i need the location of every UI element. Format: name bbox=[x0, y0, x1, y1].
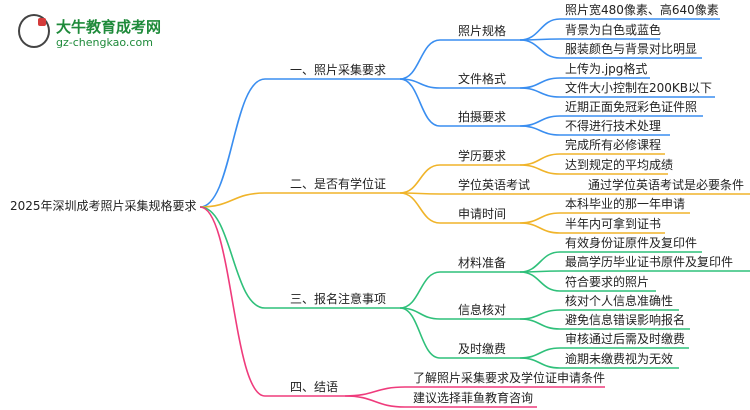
leaf-node: 上传为.jpg格式 bbox=[565, 62, 648, 76]
sub-branch-line bbox=[399, 78, 520, 127]
leaf-node: 照片宽480像素、高640像素 bbox=[565, 3, 719, 17]
logo-title: 大牛教育成考网 bbox=[56, 18, 162, 36]
sub-branch-node: 学历要求 bbox=[458, 149, 507, 163]
logo: 大牛教育成考网 gz-chengkao.com bbox=[18, 14, 178, 54]
leaf-node: 核对个人信息准确性 bbox=[565, 294, 674, 308]
leaf-node: 服装颜色与背景对比明显 bbox=[565, 42, 698, 56]
leaf-line bbox=[519, 357, 679, 369]
leaf-node: 半年内可拿到证书 bbox=[565, 217, 662, 231]
leaf-line bbox=[519, 87, 715, 98]
sub-branch-line bbox=[399, 192, 520, 224]
leaf-line bbox=[519, 38, 660, 41]
branch-line bbox=[199, 206, 345, 397]
sub-branch-line bbox=[399, 164, 520, 194]
branch-line bbox=[199, 192, 400, 208]
leaf-node: 通过学位英语考试是必要条件 bbox=[588, 178, 745, 192]
leaf-node: 最高学历毕业证书原件及复印件 bbox=[565, 255, 734, 269]
leaf-node: 背景为白色或蓝色 bbox=[565, 23, 662, 37]
leaf-line bbox=[519, 222, 665, 234]
branch-node: 四、结语 bbox=[290, 380, 339, 394]
leaf-node: 有效身份证原件及复印件 bbox=[565, 236, 698, 250]
sub-branch-node: 拍摄要求 bbox=[458, 110, 507, 124]
branch-node: 二、是否有学位证 bbox=[290, 177, 387, 191]
leaf-node: 不得进行技术处理 bbox=[565, 119, 662, 133]
sub-branch-node: 及时缴费 bbox=[458, 342, 507, 356]
leaf-node: 本科毕业的那一年申请 bbox=[565, 197, 686, 211]
leaf-node: 建议选择菲鱼教育咨询 bbox=[413, 391, 534, 405]
leaf-line bbox=[519, 164, 668, 175]
sub-branch-node: 申请时间 bbox=[458, 207, 507, 221]
leaf-line bbox=[519, 125, 670, 136]
leaf-node: 近期正面免冠彩色证件照 bbox=[565, 100, 698, 114]
leaf-node: 达到规定的平均成绩 bbox=[565, 158, 674, 172]
leaf-line bbox=[344, 395, 537, 408]
leaf-node: 审核通过后需及时缴费 bbox=[565, 332, 686, 346]
leaf-node: 符合要求的照片 bbox=[565, 275, 650, 289]
sub-branch-line bbox=[399, 307, 520, 359]
leaf-line bbox=[519, 39, 702, 59]
sub-branch-node: 学位英语考试 bbox=[458, 178, 531, 192]
sub-branch-line bbox=[399, 307, 520, 320]
leaf-node: 文件大小控制在200KB以下 bbox=[565, 81, 713, 95]
sub-branch-line bbox=[399, 39, 520, 80]
sub-branch-node: 信息核对 bbox=[458, 303, 507, 317]
branch-line bbox=[199, 78, 400, 208]
leaf-line bbox=[519, 270, 750, 273]
root-node: 2025年深圳成考照片采集规格要求 bbox=[10, 199, 197, 213]
logo-url: gz-chengkao.com bbox=[56, 36, 153, 49]
leaf-node: 逾期未缴费视为无效 bbox=[565, 352, 674, 366]
leaf-node: 避免信息错误影响报名 bbox=[565, 313, 686, 327]
sub-branch-node: 照片规格 bbox=[458, 24, 507, 38]
sub-branch-line bbox=[399, 271, 520, 309]
sub-branch-node: 材料准备 bbox=[458, 256, 507, 270]
sub-branch-node: 文件格式 bbox=[458, 72, 507, 86]
branch-node: 三、报名注意事项 bbox=[290, 292, 387, 306]
leaf-line bbox=[519, 318, 690, 330]
sub-branch-line bbox=[399, 78, 520, 89]
leaf-line bbox=[519, 271, 656, 292]
branch-node: 一、照片采集要求 bbox=[290, 63, 387, 77]
branch-line bbox=[199, 206, 400, 309]
leaf-node: 了解照片采集要求及学位证申请条件 bbox=[413, 371, 606, 385]
leaf-node: 完成所有必修课程 bbox=[565, 138, 662, 152]
logo-mark-icon bbox=[18, 14, 50, 48]
